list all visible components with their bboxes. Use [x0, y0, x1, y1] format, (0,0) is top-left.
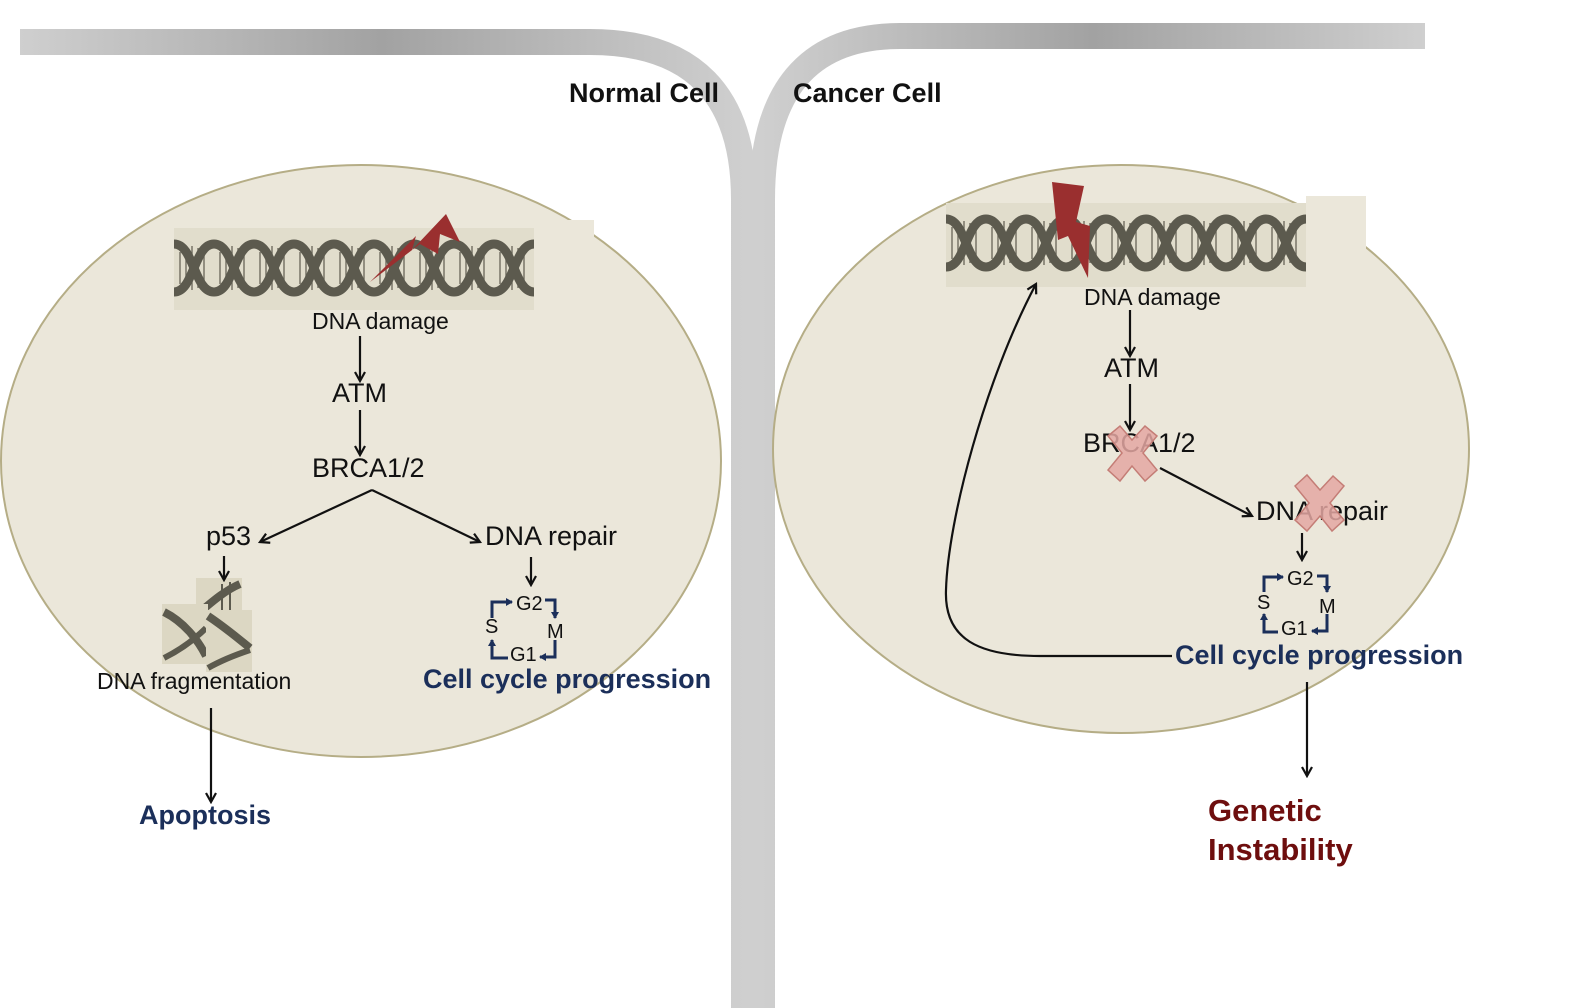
- normal-atm-label: ATM: [332, 378, 387, 408]
- cancer-cell-cycle-label: Cell cycle progression: [1175, 640, 1464, 670]
- normal-brca-label: BRCA1/2: [312, 453, 425, 483]
- left-membrane: [20, 29, 757, 1008]
- dna-fragmentation-label: DNA fragmentation: [97, 668, 292, 694]
- p53-label: p53: [206, 521, 252, 551]
- normal-dna-damage-label: DNA damage: [312, 308, 449, 334]
- cancer-dna-repair-label: DNA repair: [1256, 496, 1389, 526]
- normal-dna-repair-label: DNA repair: [485, 521, 618, 551]
- normal-arrows: [211, 336, 531, 802]
- normal-phase-g1: G1: [510, 644, 537, 666]
- cancer-phase-g1: G1: [1281, 618, 1308, 640]
- normal-phase-g2: G2: [516, 593, 543, 615]
- normal-dna-helix: [174, 220, 594, 320]
- cancer-phase-m: M: [1319, 596, 1336, 618]
- cancer-dna-damage-label: DNA damage: [1084, 284, 1221, 310]
- normal-phase-m: M: [547, 621, 564, 643]
- cancer-brca-label: BRCA1/2: [1083, 428, 1196, 458]
- cancer-arrows: [944, 284, 1307, 776]
- cancer-dna-helix: [946, 196, 1366, 296]
- cancer-atm-label: ATM: [1104, 353, 1159, 383]
- genetic-instability-label: Genetic Instability: [1208, 793, 1353, 867]
- cancer-cell-title: Cancer Cell: [793, 78, 942, 108]
- cancer-cell-cycle-icon: [1260, 573, 1331, 635]
- normal-lightning-icon: [370, 214, 460, 282]
- apoptosis-label: Apoptosis: [139, 800, 271, 830]
- cancer-lightning-icon: [1052, 182, 1090, 278]
- cancer-phase-g2: G2: [1287, 568, 1314, 590]
- normal-cell-title: Normal Cell: [569, 78, 720, 108]
- right-membrane: [749, 23, 1425, 1008]
- dna-fragment-icon: [162, 578, 253, 672]
- cancer-phase-s: S: [1257, 592, 1271, 614]
- normal-cell-cycle-label: Cell cycle progression: [423, 664, 712, 694]
- normal-cell-cycle-icon: [488, 598, 559, 661]
- normal-phase-s: S: [485, 616, 499, 638]
